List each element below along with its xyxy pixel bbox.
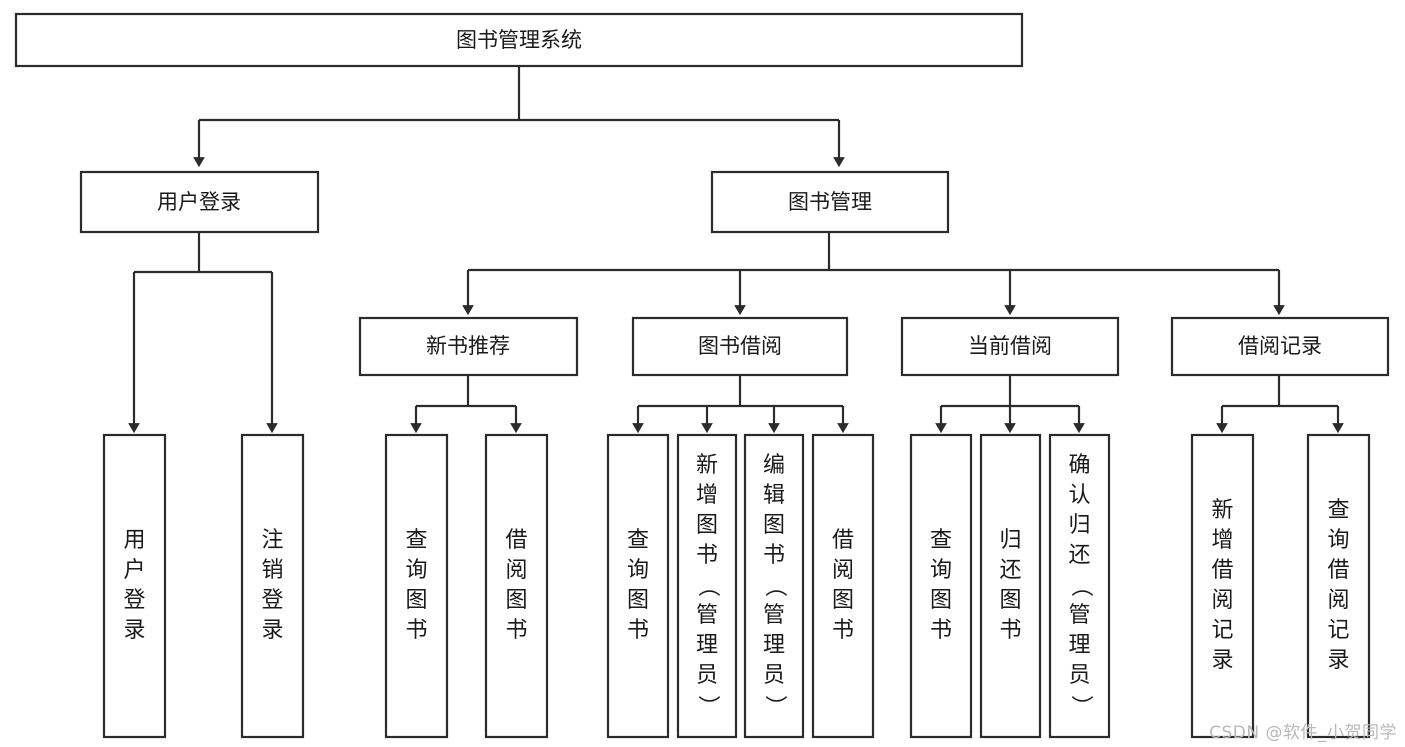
node-root-box[interactable] bbox=[14, 12, 1024, 68]
leaf-borrow-records-1-box[interactable] bbox=[1190, 433, 1255, 739]
node-user-login-label: 用户登录 bbox=[157, 190, 241, 214]
leaf-new-book-2[interactable] bbox=[484, 433, 549, 739]
node-borrow-records-box[interactable] bbox=[1170, 316, 1390, 377]
node-new-book-recommend-box[interactable] bbox=[358, 316, 579, 377]
leaf-book-borrow-3-box[interactable] bbox=[743, 433, 805, 739]
leaf-new-book-1-box[interactable] bbox=[384, 433, 449, 739]
leaf-book-borrow-3[interactable] bbox=[743, 433, 805, 739]
leaf-borrow-records-2[interactable] bbox=[1306, 433, 1371, 739]
leaf-user-login-1[interactable] bbox=[102, 433, 167, 739]
node-new-book-recommend-label: 新书推荐 bbox=[426, 334, 510, 358]
node-book-management[interactable]: 图书管理 bbox=[710, 170, 950, 234]
leaf-current-borrow-1[interactable] bbox=[909, 433, 973, 739]
node-root-label: 图书管理系统 bbox=[456, 28, 582, 52]
leaf-current-borrow-3-box[interactable] bbox=[1048, 433, 1111, 739]
node-user-login-box[interactable] bbox=[79, 170, 320, 234]
leaf-current-borrow-3[interactable] bbox=[1048, 433, 1111, 739]
node-borrow-records[interactable]: 借阅记录 bbox=[1170, 316, 1390, 377]
leaf-borrow-records-1[interactable] bbox=[1190, 433, 1255, 739]
node-borrow-records-label: 借阅记录 bbox=[1238, 334, 1322, 358]
leaf-book-borrow-4[interactable] bbox=[811, 433, 875, 739]
node-new-book-recommend[interactable]: 新书推荐 bbox=[358, 316, 579, 377]
node-book-management-box[interactable] bbox=[710, 170, 950, 234]
leaf-borrow-records-2-box[interactable] bbox=[1306, 433, 1371, 739]
node-current-borrow[interactable]: 当前借阅 bbox=[900, 316, 1120, 377]
node-book-borrow[interactable]: 图书借阅 bbox=[631, 316, 849, 377]
leaf-book-borrow-1[interactable] bbox=[606, 433, 670, 739]
leaf-new-book-1[interactable] bbox=[384, 433, 449, 739]
node-root[interactable]: 图书管理系统 bbox=[14, 12, 1024, 68]
leaf-book-borrow-4-box[interactable] bbox=[811, 433, 875, 739]
node-book-management-label: 图书管理 bbox=[788, 190, 872, 214]
leaf-user-login-2[interactable] bbox=[240, 433, 305, 739]
leaf-book-borrow-1-box[interactable] bbox=[606, 433, 670, 739]
node-user-login[interactable]: 用户登录 bbox=[79, 170, 320, 234]
leaf-book-borrow-2[interactable] bbox=[676, 433, 738, 739]
node-current-borrow-label: 当前借阅 bbox=[968, 334, 1052, 358]
node-book-borrow-label: 图书借阅 bbox=[698, 334, 782, 358]
node-current-borrow-box[interactable] bbox=[900, 316, 1120, 377]
leaf-current-borrow-2-box[interactable] bbox=[979, 433, 1042, 739]
leaf-current-borrow-1-box[interactable] bbox=[909, 433, 973, 739]
node-book-borrow-box[interactable] bbox=[631, 316, 849, 377]
leaf-user-login-2-box[interactable] bbox=[240, 433, 305, 739]
connector-layer bbox=[128, 66, 1344, 434]
leaf-book-borrow-2-box[interactable] bbox=[676, 433, 738, 739]
csdn-watermark: CSDN @软件_小贺同学 bbox=[1209, 723, 1397, 743]
leaf-new-book-2-box[interactable] bbox=[484, 433, 549, 739]
leaf-current-borrow-2[interactable] bbox=[979, 433, 1042, 739]
leaf-user-login-1-box[interactable] bbox=[102, 433, 167, 739]
